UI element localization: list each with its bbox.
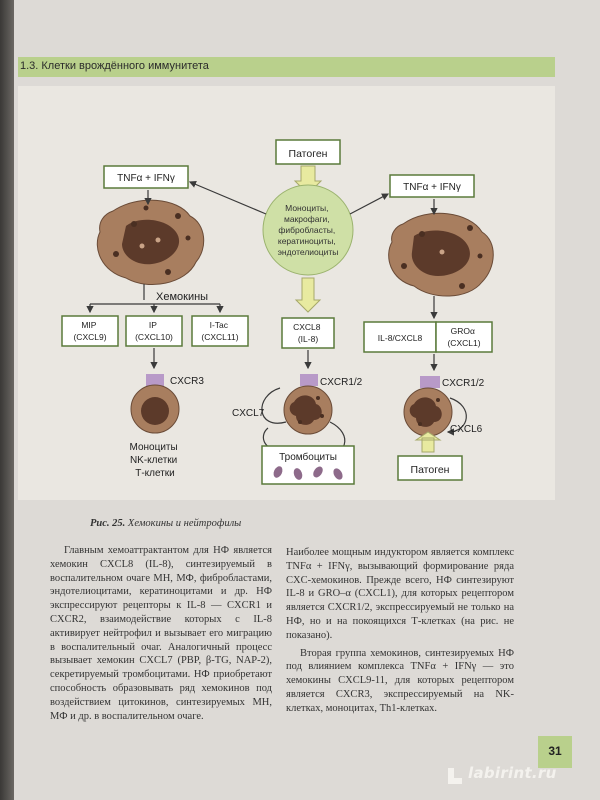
mip-box <box>61 315 119 347</box>
page-number: 31 <box>538 736 572 768</box>
target-cells-label: Моноциты NK-клетки Т-клетки <box>130 442 181 479</box>
pathogen-bottom-label: Патоген <box>411 464 450 476</box>
caption-prefix: Рис. 25. <box>90 518 126 529</box>
caption-text: Хемокины и нейтрофилы <box>125 518 242 529</box>
arrow-to-cxcl8-icon <box>294 277 322 313</box>
itac-box <box>191 315 249 347</box>
figure-panel: Патоген Моноциты, макрофаги, фибробласты… <box>18 86 555 500</box>
chemokine-diagram: Патоген Моноциты, макрофаги, фибробласты… <box>61 139 494 485</box>
gro-box <box>435 321 493 353</box>
cxcl6-label: CXCL6 <box>450 424 483 435</box>
macrophage-right-icon <box>388 212 494 297</box>
cxcr12-mid-receptor-icon <box>300 374 318 386</box>
text-column-right: Наиболее мощным индуктором является комп… <box>286 546 514 720</box>
watermark: labirint.ru <box>468 764 557 782</box>
arrow-up-icon <box>414 431 442 453</box>
section-header-bar <box>18 57 555 77</box>
cxcl8-box <box>281 317 335 349</box>
cxcr12-right-label: CXCR1/2 <box>442 378 485 389</box>
pathogen-bottom-box <box>397 455 463 481</box>
gro-label: GROα (CXCL1) <box>447 326 480 348</box>
tnf-right-box <box>389 174 475 198</box>
cxcr3-label: CXCR3 <box>170 376 204 387</box>
right-paragraph-1: Наиболее мощным индуктором является комп… <box>286 547 514 641</box>
right-paragraph-2: Вторая группа хемокинов, синтезируемых Н… <box>286 647 514 714</box>
pathogen-top-label: Патоген <box>289 148 328 160</box>
lymphocyte-nucleus-icon <box>141 397 169 425</box>
neutrophil-right-icon <box>403 387 453 437</box>
arrow-to-tnf-right <box>349 193 390 215</box>
macrophage-left-icon <box>96 199 205 285</box>
mip-label: MIP (CXCL9) <box>73 320 106 342</box>
page-gutter <box>0 0 14 800</box>
platelets-icon <box>273 466 343 480</box>
tnf-left-box <box>103 165 189 189</box>
neutrophil-mid-icon <box>283 385 333 435</box>
tnf-left-label: TNFα + IFNγ <box>117 173 175 184</box>
cxcr12-mid-label: CXCR1/2 <box>320 377 363 388</box>
cxcl6-loop <box>446 397 467 436</box>
il8-cxcl8-label: IL-8/CXCL8 <box>378 333 423 343</box>
section-header: 1.3. Клетки врождённого иммунитета <box>20 60 209 72</box>
tnf-right-label: TNFα + IFNγ <box>403 182 461 193</box>
source-cells-text: Моноциты, макрофаги, фибробласты, керати… <box>278 203 339 257</box>
ip-box <box>125 315 183 347</box>
cxcr3-receptor-icon <box>146 374 164 386</box>
arrow-to-tnf-left <box>188 181 267 215</box>
left-paragraph: Главным хемоаттрактантом для НФ является… <box>50 545 272 722</box>
text-column-left: Главным хемоаттрактантом для НФ является… <box>50 544 272 727</box>
cxcr12-right-receptor-icon <box>420 376 440 388</box>
cxcl8-label: CXCL8 (IL-8) <box>293 322 323 344</box>
ip-label: IP (CXCL10) <box>135 320 173 342</box>
il8-cxcl8-box <box>363 321 437 353</box>
chemokines-label: Хемокины <box>156 291 208 303</box>
labirint-logo-icon <box>448 768 462 784</box>
itac-label: I-Tac (CXCL11) <box>201 320 238 342</box>
pathogen-top-box <box>275 139 341 165</box>
cxcl7-label: CXCL7 <box>232 408 265 419</box>
figure-caption: Рис. 25. Хемокины и нейтрофилы <box>90 518 241 529</box>
source-cells-circle <box>262 184 354 276</box>
cxcl7-loop-left <box>261 387 287 424</box>
platelets-label: Тромбоциты <box>279 451 337 463</box>
